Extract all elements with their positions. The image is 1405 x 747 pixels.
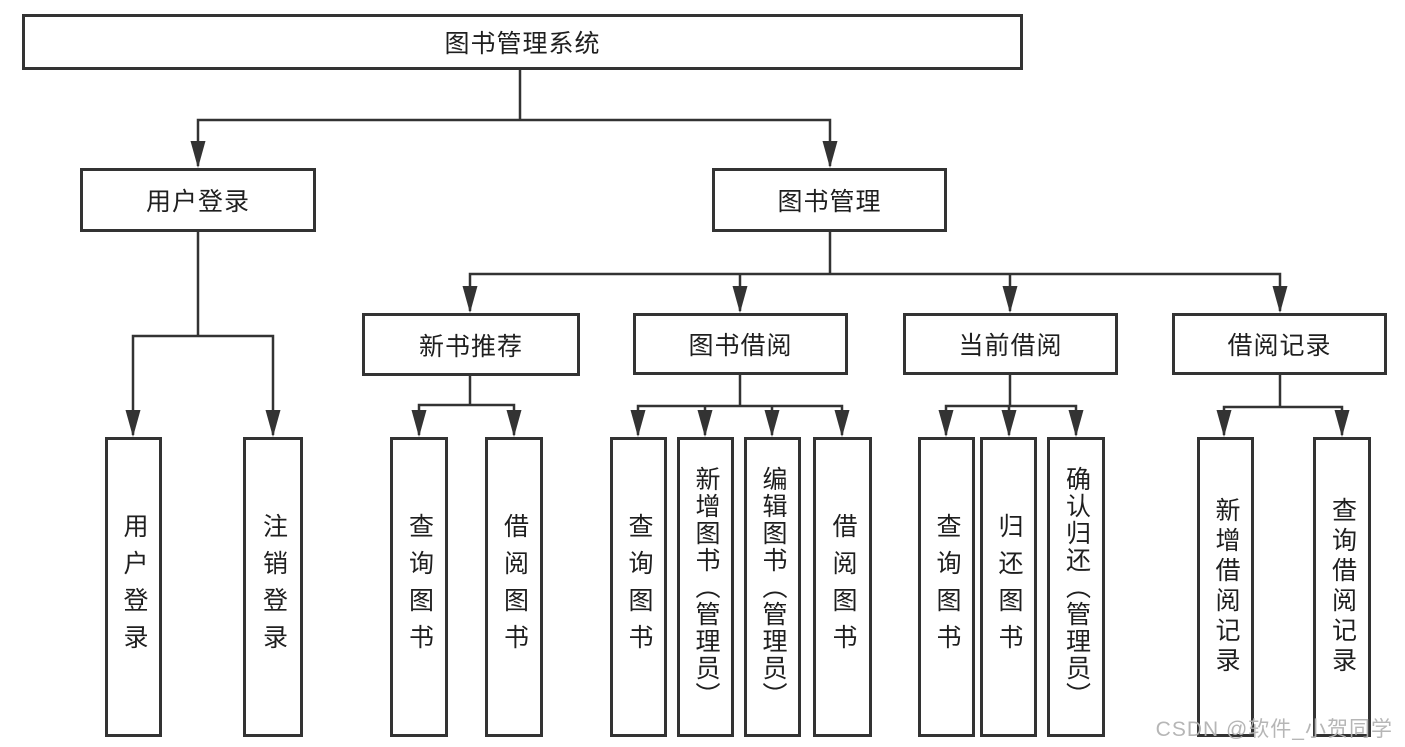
leaf-query-books-current: 查询图书: [918, 437, 975, 737]
node-book-management-label: 图书管理: [777, 188, 882, 216]
leaf-return-books: 归还图书: [980, 437, 1037, 737]
leaf-borrow-books-recommend-label: 借阅图书: [500, 513, 529, 661]
leaf-edit-book-admin: 编辑图书（管理员）: [744, 437, 801, 737]
leaf-borrow-books-borrow: 借阅图书: [813, 437, 872, 737]
leaf-query-borrow-record-label: 查询借阅记录: [1328, 497, 1357, 677]
node-current-borrow: 当前借阅: [903, 313, 1118, 375]
node-root: 图书管理系统: [22, 14, 1023, 70]
leaf-confirm-return-admin-label: 确认归还（管理员）: [1062, 465, 1091, 709]
leaf-query-books-borrow: 查询图书: [610, 437, 667, 737]
leaf-add-book-admin: 新增图书（管理员）: [677, 437, 734, 737]
node-borrow-records-label: 借阅记录: [1227, 332, 1332, 360]
leaf-add-borrow-record: 新增借阅记录: [1197, 437, 1254, 737]
node-new-book-recommend-label: 新书推荐: [418, 332, 523, 361]
node-root-label: 图书管理系统: [444, 30, 601, 58]
leaf-logout: 注销登录: [243, 437, 303, 737]
node-user-login: 用户登录: [80, 168, 316, 232]
leaf-edit-book-admin-label: 编辑图书（管理员）: [759, 465, 787, 709]
leaf-query-books-recommend: 查询图书: [390, 437, 448, 737]
node-user-login-label: 用户登录: [145, 188, 250, 216]
connector-segments: [131, 70, 1344, 435]
node-new-book-recommend: 新书推荐: [362, 313, 580, 376]
node-borrow-records: 借阅记录: [1172, 313, 1387, 375]
leaf-return-books-label: 归还图书: [995, 513, 1023, 661]
leaf-add-book-admin-label: 新增图书（管理员）: [692, 465, 720, 709]
leaf-logout-label: 注销登录: [259, 513, 288, 661]
leaf-borrow-books-recommend: 借阅图书: [485, 437, 543, 737]
node-book-borrow-label: 图书借阅: [688, 332, 793, 360]
leaf-query-borrow-record: 查询借阅记录: [1313, 437, 1371, 737]
arrowhead-icons: [125, 141, 1350, 437]
node-current-borrow-label: 当前借阅: [958, 332, 1063, 360]
leaf-user-login-label: 用户登录: [120, 513, 148, 661]
node-book-management: 图书管理: [712, 168, 947, 232]
node-book-borrow: 图书借阅: [633, 313, 848, 375]
leaf-query-books-borrow-label: 查询图书: [625, 513, 653, 661]
leaf-query-books-current-label: 查询图书: [933, 513, 961, 661]
leaf-add-borrow-record-label: 新增借阅记录: [1212, 497, 1240, 677]
leaf-user-login: 用户登录: [105, 437, 162, 737]
leaf-confirm-return-admin: 确认归还（管理员）: [1047, 437, 1105, 737]
leaf-borrow-books-borrow-label: 借阅图书: [829, 513, 857, 661]
watermark: CSDN @软件_小贺同学: [1155, 718, 1393, 741]
leaf-query-books-recommend-label: 查询图书: [405, 513, 434, 661]
